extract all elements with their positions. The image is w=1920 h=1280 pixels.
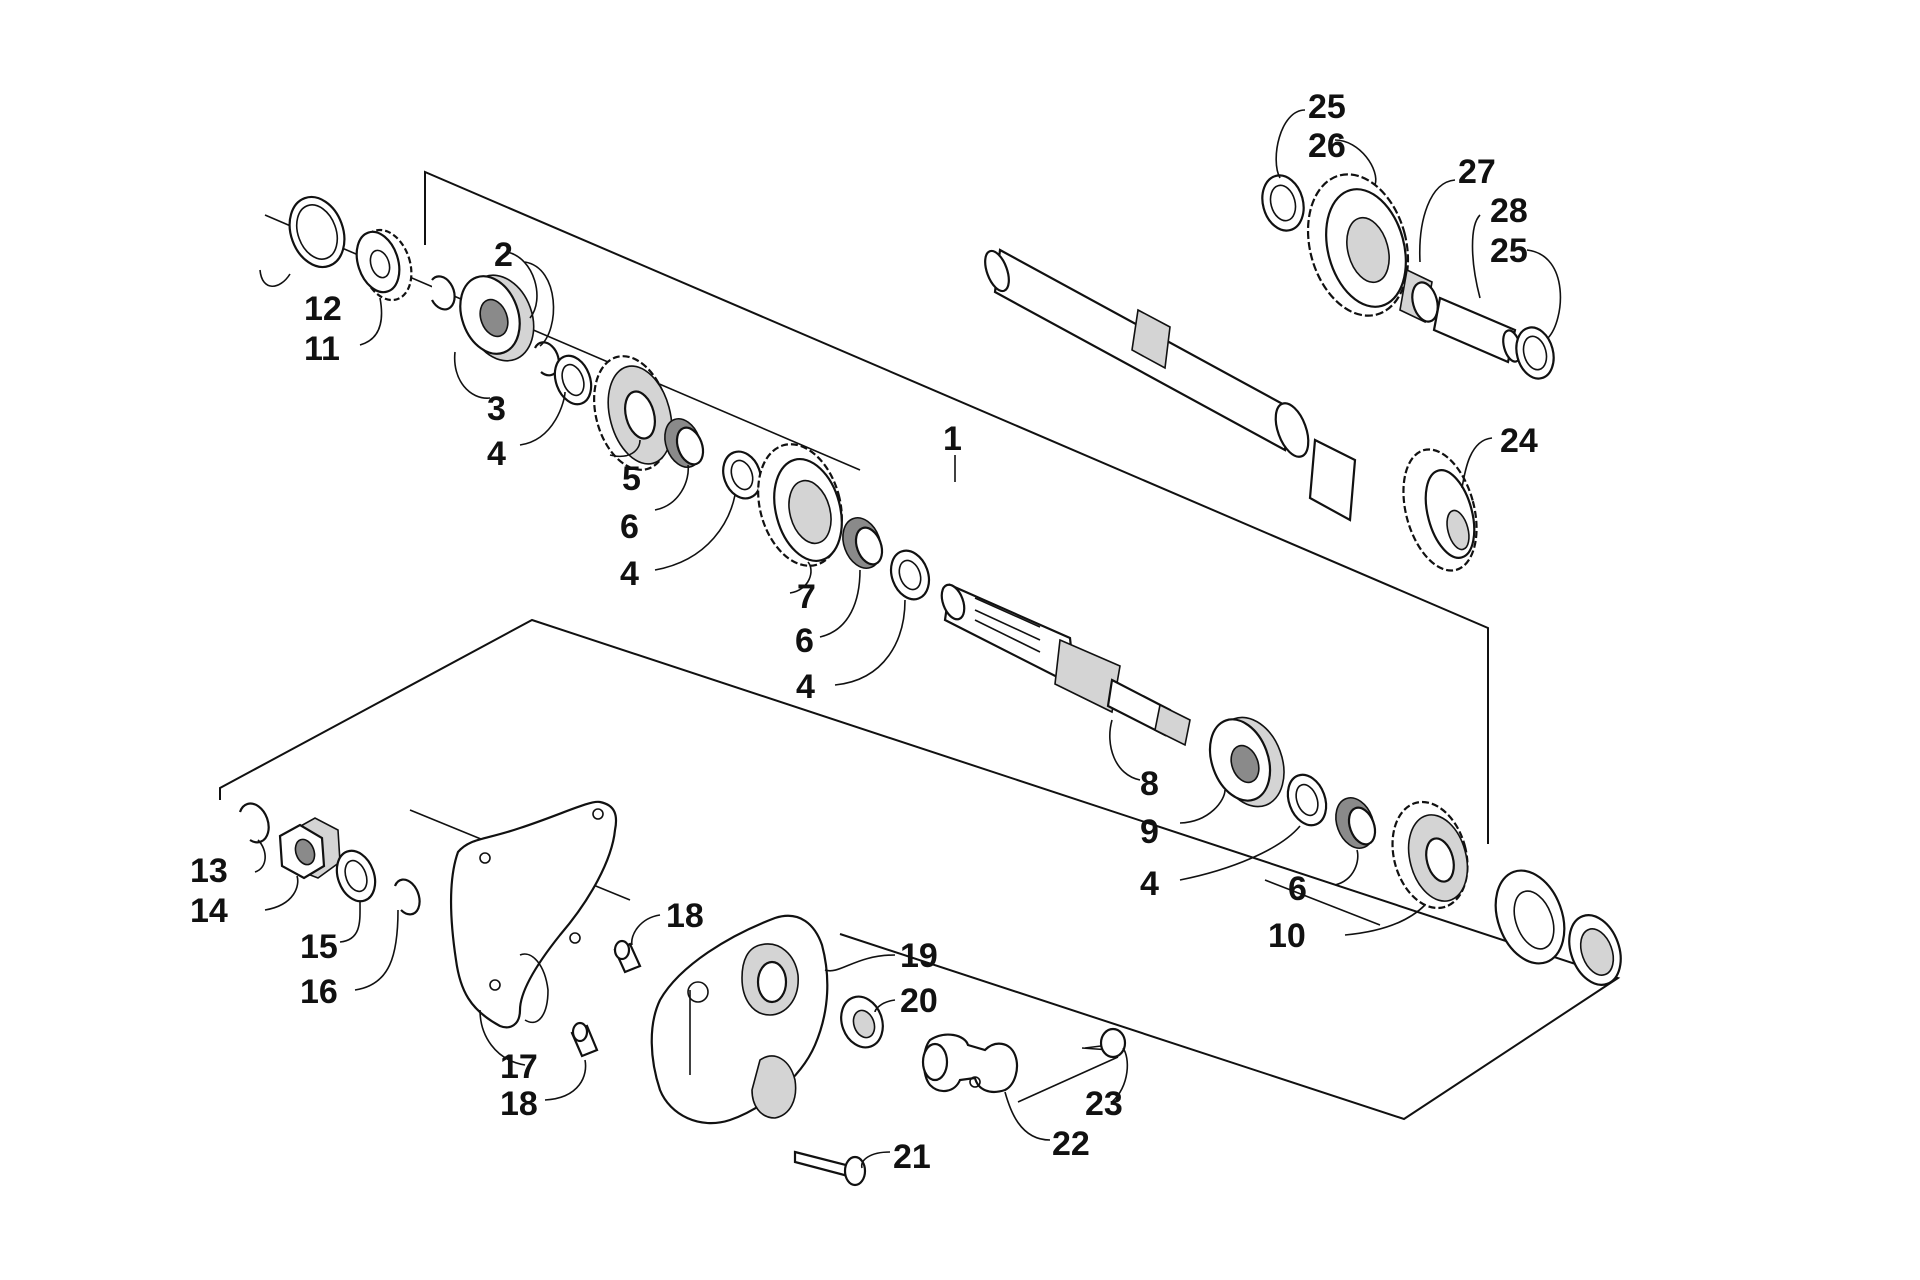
bolt-23 [1084, 1027, 1127, 1059]
collar-9 [1208, 716, 1285, 808]
washer-4c [889, 549, 931, 601]
label-9: 9 [1140, 813, 1159, 851]
washer-25b [1515, 326, 1555, 380]
snap-ring-13 [238, 802, 270, 844]
washer-25a [1261, 174, 1305, 232]
label-23: 23 [1085, 1085, 1123, 1123]
sleeve-28 [1432, 296, 1522, 364]
label-4d: 4 [1140, 865, 1159, 903]
label-4c: 4 [796, 668, 815, 706]
label-20: 20 [900, 982, 938, 1020]
bushing-27 [1399, 268, 1439, 324]
washer-4a [553, 354, 593, 406]
snap-ring-2a [431, 275, 456, 311]
washer-4b [722, 450, 762, 500]
label-2: 2 [494, 236, 513, 274]
leader-lines [254, 109, 1562, 1169]
label-27: 27 [1458, 153, 1496, 191]
snap-ring-16 [393, 878, 421, 916]
needle-bearing-6a [664, 417, 705, 469]
label-18b: 18 [500, 1085, 538, 1123]
nut-14 [278, 817, 341, 880]
label-5: 5 [622, 460, 641, 498]
bearing-ring-outer [1494, 869, 1566, 965]
needle-bearing-6c [1335, 797, 1377, 849]
label-4b: 4 [620, 555, 639, 593]
label-26: 26 [1308, 127, 1346, 165]
main-shaft-8 [940, 583, 1191, 747]
label-6b: 6 [795, 622, 814, 660]
snap-ring-2b [534, 341, 560, 377]
part-labels: 1 2 3 4 4 4 4 5 6 6 6 7 8 9 10 11 12 13 … [190, 88, 1538, 1176]
cover-19 [650, 914, 829, 1125]
label-4a: 4 [487, 435, 506, 473]
washer-4d [1286, 773, 1328, 827]
label-17: 17 [500, 1048, 538, 1086]
output-shaft-24 [984, 248, 1478, 572]
sensor-22 [921, 1033, 1019, 1094]
label-16: 16 [300, 973, 338, 1011]
label-1: 1 [943, 420, 962, 458]
gear-7 [757, 443, 843, 567]
label-6c: 6 [1288, 870, 1307, 908]
label-24: 24 [1500, 422, 1538, 460]
label-10: 10 [1268, 917, 1306, 955]
gear-10 [1391, 800, 1469, 910]
label-18a: 18 [666, 897, 704, 935]
washer-15 [335, 849, 377, 903]
label-8: 8 [1140, 765, 1159, 803]
label-7: 7 [797, 578, 816, 616]
label-28: 28 [1490, 192, 1528, 230]
dowel-pin-18a [613, 939, 642, 974]
gear-5 [593, 355, 673, 471]
label-3: 3 [487, 390, 506, 428]
label-21: 21 [893, 1138, 931, 1176]
gear-11 [355, 228, 413, 302]
gasket-17 [449, 800, 618, 1029]
needle-bearing-6b [842, 517, 884, 569]
bearing-ring-inner [1568, 914, 1622, 986]
label-14: 14 [190, 892, 228, 930]
label-12: 12 [304, 290, 342, 328]
washer-12 [288, 195, 346, 269]
collar-3 [459, 274, 535, 362]
label-13: 13 [190, 852, 228, 890]
label-11: 11 [304, 330, 340, 368]
gear-26 [1306, 173, 1410, 317]
label-6a: 6 [620, 508, 639, 546]
label-19: 19 [900, 937, 938, 975]
screw-21 [793, 1150, 867, 1187]
label-22: 22 [1052, 1125, 1090, 1163]
seal-20 [840, 995, 884, 1049]
label-25a: 25 [1308, 88, 1346, 126]
dowel-pin-18b [570, 1021, 599, 1058]
label-25b: 25 [1490, 232, 1528, 270]
label-15: 15 [300, 928, 338, 966]
